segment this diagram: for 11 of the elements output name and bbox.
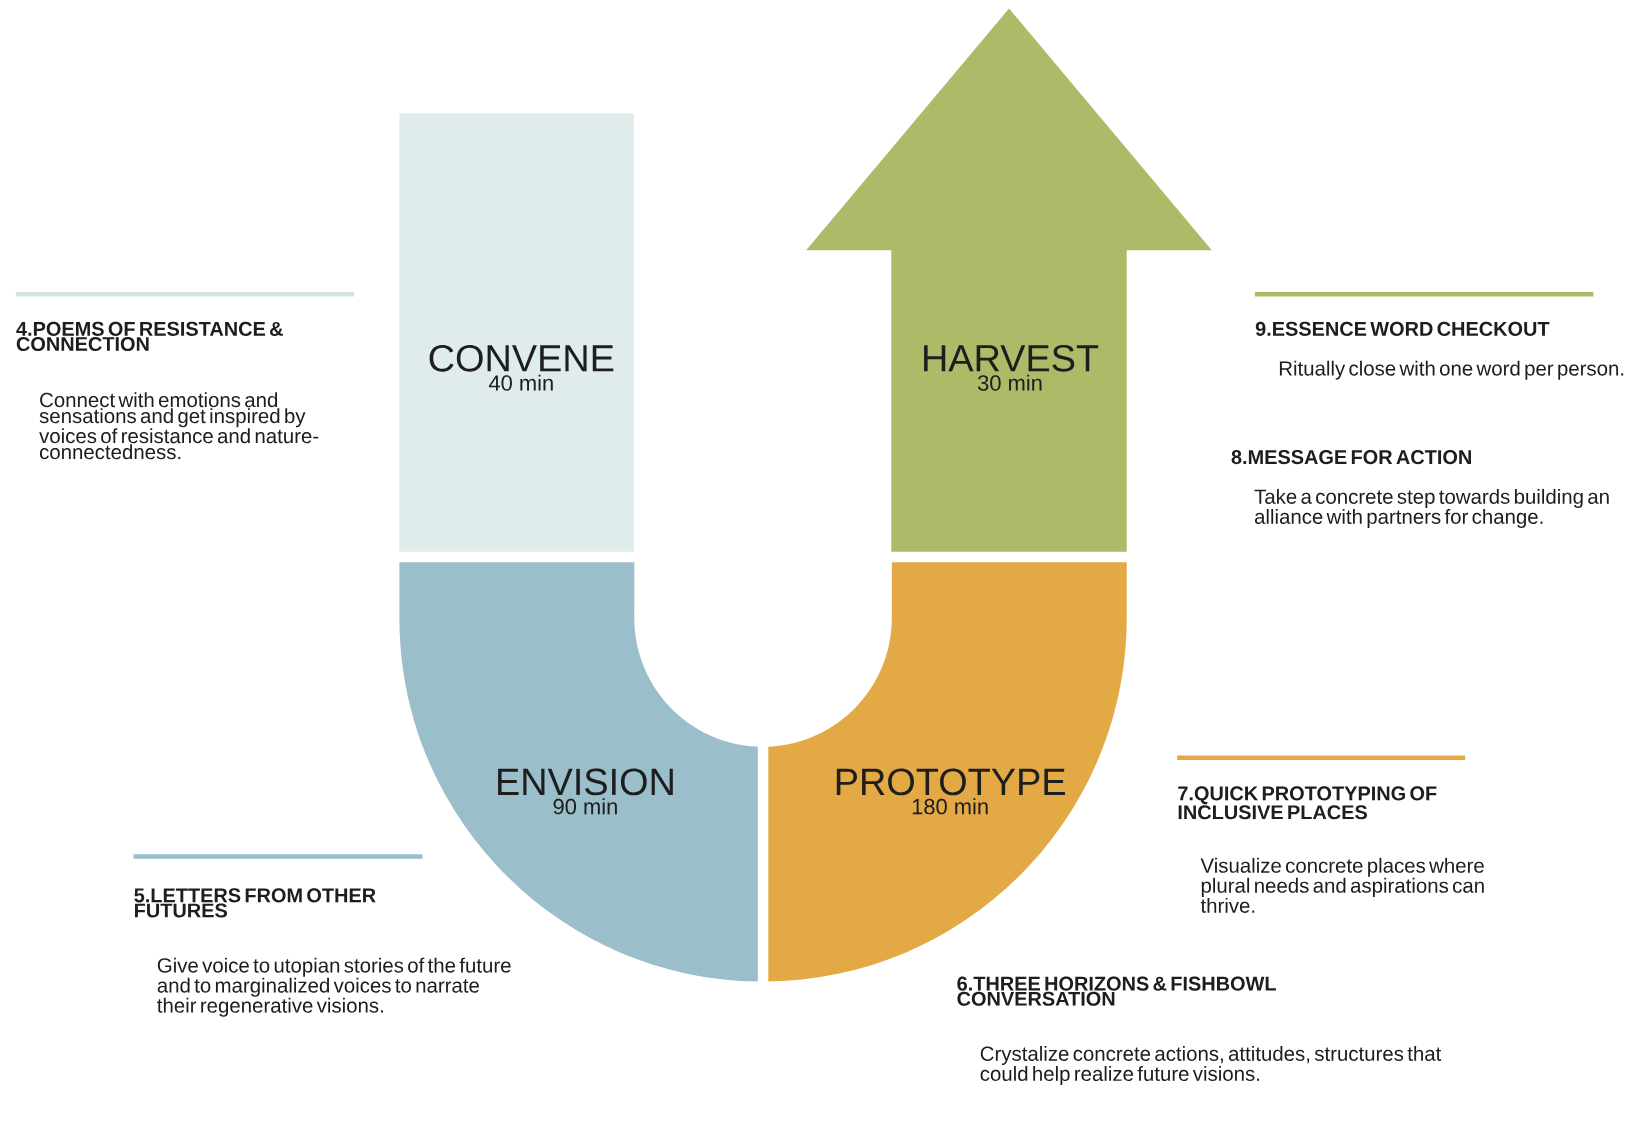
step-description: Connect with emotions and sensations and get inspired by voices of resistance and nature-connectedness.	[39, 392, 319, 460]
step-heading: 9.ESSENCE WORD CHECKOUT	[1255, 321, 1550, 336]
step-heading: 7.QUICK PROTOTYPING OF INCLUSIVE PLACES	[1178, 786, 1437, 820]
step-description: Visualize concrete places where plural needs and aspirations can thrive.	[1200, 857, 1484, 913]
step-description: Crystalize concrete actions, attitudes, structures that could help realize future visions.	[980, 1045, 1442, 1085]
step-heading: 5.LETTERS FROM OTHER FUTURES	[134, 888, 376, 918]
step-description: Ritually close with one word per person.	[1279, 360, 1624, 380]
step-heading: 8.MESSAGE FOR ACTION	[1231, 450, 1471, 465]
stage-box: CONVENE 40 min	[399, 113, 634, 552]
step-heading: 4.POEMS OF RESISTANCE & CONNECTION	[16, 321, 283, 351]
step-description: Take a concrete step towards building an alliance with partners for change.	[1254, 488, 1609, 528]
